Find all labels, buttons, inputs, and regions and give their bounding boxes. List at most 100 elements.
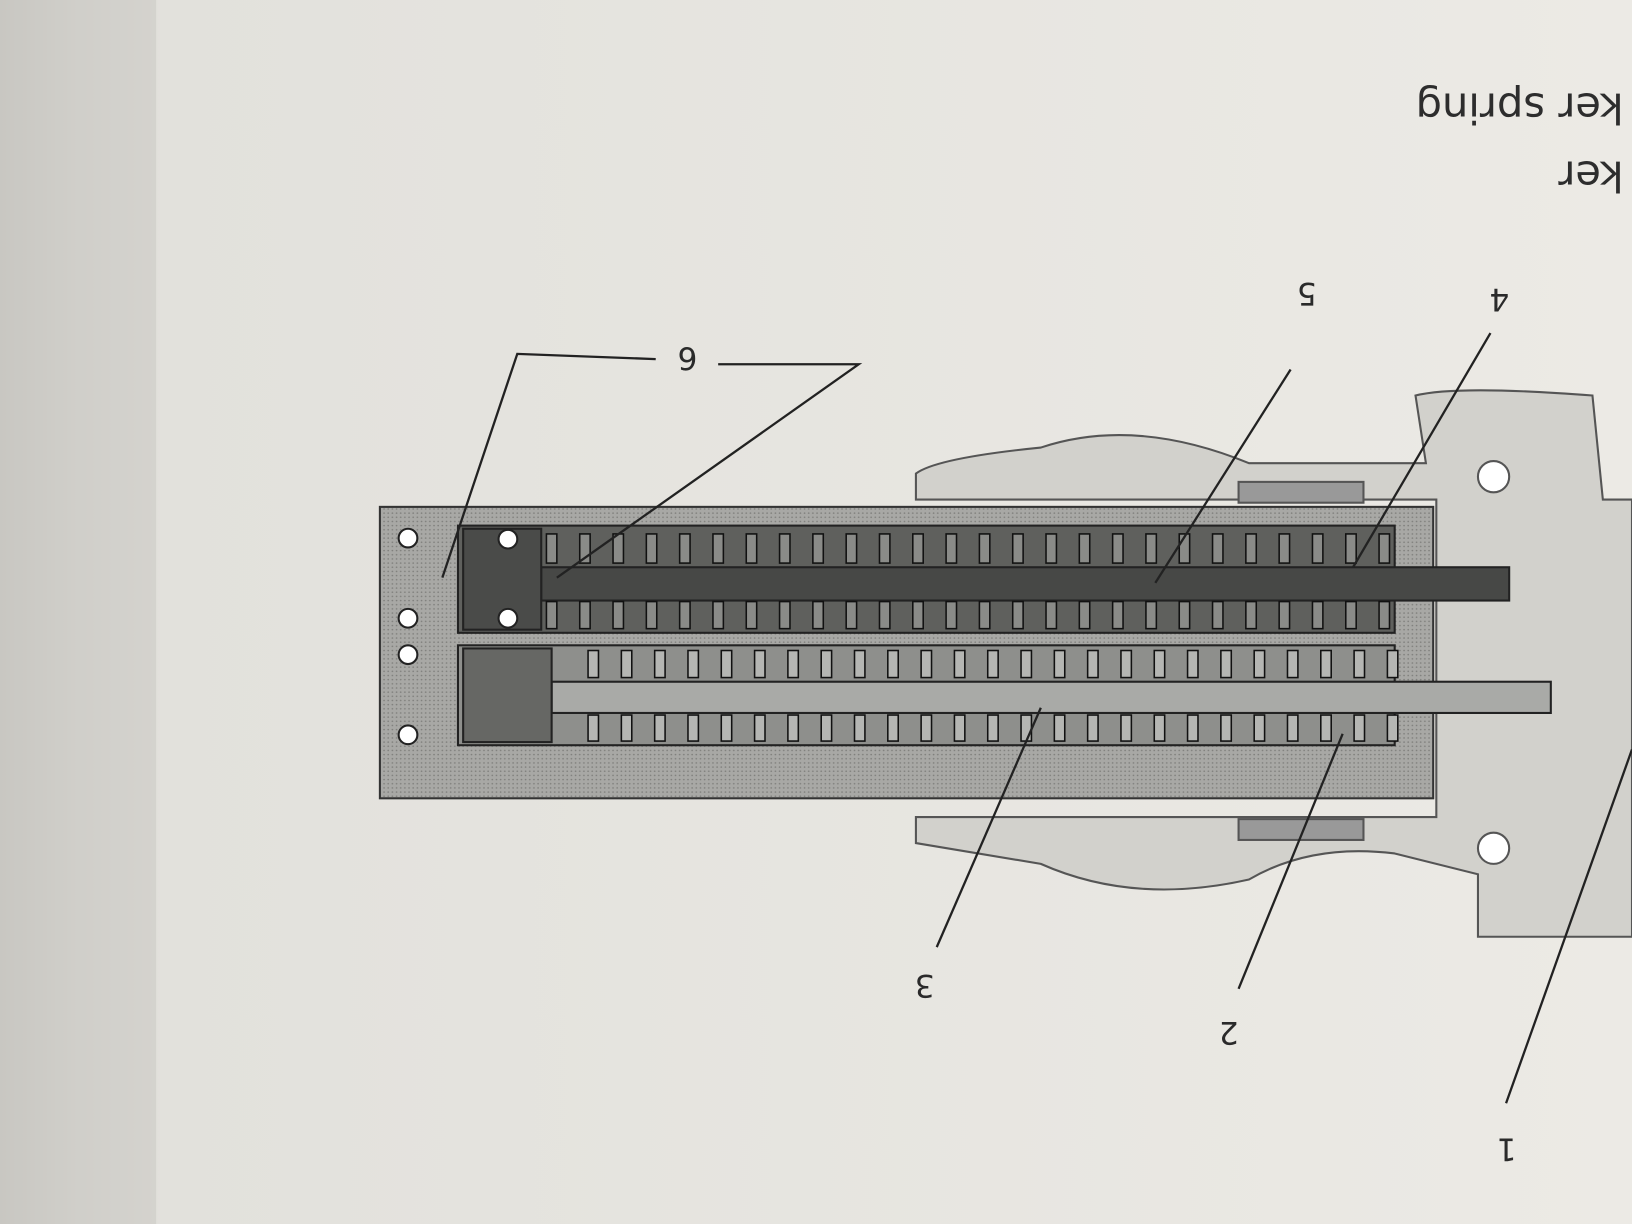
seal-rings xyxy=(397,527,519,746)
spring-coil xyxy=(1386,649,1399,679)
spring-coil xyxy=(953,714,966,742)
spring-coil xyxy=(753,714,766,742)
spring-coil xyxy=(712,533,725,564)
lower-piston xyxy=(462,647,553,744)
spring-coil xyxy=(787,714,800,742)
spring-coil xyxy=(1220,649,1233,679)
spring-coil xyxy=(1078,533,1091,564)
spring-coil xyxy=(587,649,600,679)
spring-coil xyxy=(920,649,933,679)
spring-coil xyxy=(1311,600,1324,630)
caption-line-1: ker spring xyxy=(1416,84,1624,133)
spring-coil xyxy=(820,714,833,742)
spring-coil xyxy=(1145,533,1158,564)
spring-coil xyxy=(1153,649,1166,679)
spring-coil xyxy=(853,714,866,742)
spring-coil xyxy=(778,600,791,630)
spring-coil xyxy=(787,649,800,679)
spring-coil xyxy=(612,533,625,564)
spring-coil xyxy=(1086,649,1099,679)
spring-coil xyxy=(778,533,791,564)
leader-lines xyxy=(441,332,1632,1104)
spring-coil xyxy=(1011,533,1024,564)
spring-coil xyxy=(645,533,658,564)
spring-coil xyxy=(1386,714,1399,742)
spring-coil xyxy=(1186,649,1199,679)
spring-coil xyxy=(986,649,999,679)
spring-coil xyxy=(653,714,666,742)
spring-coil xyxy=(1045,600,1058,630)
spring-coil xyxy=(1278,533,1291,564)
spring-coil xyxy=(1178,533,1191,564)
lower-rod xyxy=(550,680,1552,714)
spring-coil xyxy=(653,649,666,679)
spring-coil xyxy=(1020,714,1033,742)
springs xyxy=(545,533,1399,742)
spring-coil xyxy=(912,533,924,564)
spring-coil xyxy=(1320,714,1332,742)
spring-coil xyxy=(845,533,858,564)
spring-coil xyxy=(587,714,600,742)
spring-coil xyxy=(1053,714,1066,742)
spring-coil xyxy=(1344,600,1357,630)
spring-coil xyxy=(1186,714,1199,742)
callout-3: 3 xyxy=(915,967,935,1003)
spring-coil xyxy=(745,533,758,564)
spring-coil xyxy=(720,714,733,742)
caption-line-2: ker xyxy=(1557,151,1623,200)
spring-coil xyxy=(945,600,958,630)
spring-coil xyxy=(812,533,825,564)
spring-coil xyxy=(853,649,866,679)
spring-coil xyxy=(678,600,691,630)
spring-coil xyxy=(1153,714,1166,742)
spring-coil xyxy=(845,600,858,630)
spring-coil xyxy=(1253,649,1266,679)
spring-coil xyxy=(820,649,833,679)
spring-coil xyxy=(1078,600,1091,630)
spring-coil xyxy=(978,600,991,630)
spring-coil xyxy=(1344,533,1357,564)
spring-coil xyxy=(1320,649,1332,679)
spring-coil xyxy=(620,714,633,742)
spring-coil xyxy=(878,533,891,564)
callout-2: 2 xyxy=(1219,1014,1239,1050)
spring-coil xyxy=(812,600,825,630)
spring-coil xyxy=(678,533,691,564)
spring-coil xyxy=(920,714,933,742)
spring-coil xyxy=(753,649,766,679)
spring-coil xyxy=(1378,533,1391,564)
spring-coil xyxy=(712,600,725,630)
callout-1: 1 xyxy=(1497,1131,1517,1167)
spring-coil xyxy=(687,649,700,679)
spring-coil xyxy=(1120,714,1133,742)
spring-coil xyxy=(745,600,758,630)
spring-coil xyxy=(1045,533,1058,564)
spring-coil xyxy=(1286,649,1299,679)
spring-coil xyxy=(1111,533,1124,564)
spring-coil xyxy=(887,714,900,742)
spring-coil xyxy=(887,649,900,679)
spring-coil xyxy=(1020,649,1033,679)
spring-coil xyxy=(645,600,658,630)
spring-coil xyxy=(1220,714,1233,742)
callout-5: 5 xyxy=(1297,275,1317,311)
spring-coil xyxy=(1211,600,1224,630)
spring-coil xyxy=(620,649,633,679)
spring-coil xyxy=(986,714,999,742)
spring-coil xyxy=(1145,600,1158,630)
spring-coil xyxy=(1245,533,1258,564)
spring-coil xyxy=(545,533,558,564)
spring-coil xyxy=(1253,714,1266,742)
spring-coil xyxy=(1353,714,1366,742)
spring-coil xyxy=(878,600,891,630)
callout-4: 4 xyxy=(1489,280,1509,316)
spring-coil xyxy=(612,600,625,630)
spring-coil xyxy=(578,600,591,630)
spring-coil xyxy=(1120,649,1133,679)
spring-coil xyxy=(1278,600,1291,630)
spring-coil xyxy=(1111,600,1124,630)
spring-coil xyxy=(1211,533,1224,564)
spring-coil xyxy=(912,600,924,630)
spring-coil xyxy=(545,600,558,630)
